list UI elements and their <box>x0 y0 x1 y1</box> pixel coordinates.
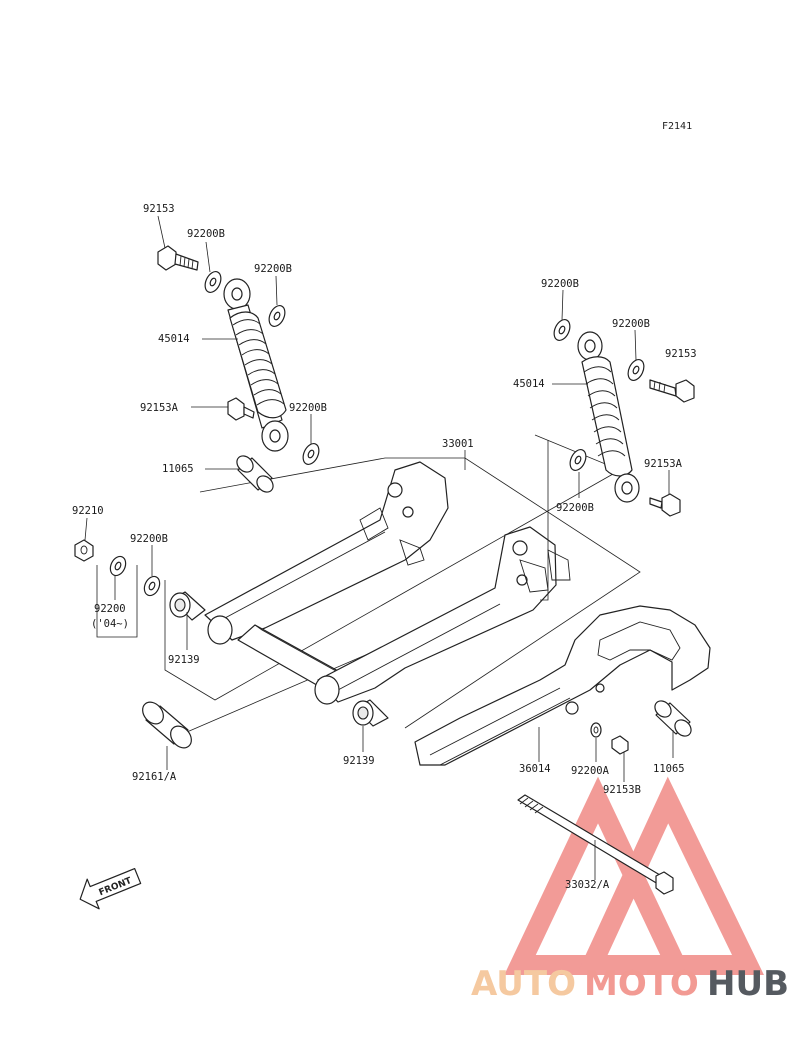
bolt-92153-right <box>649 379 695 403</box>
label-92200B-r2: 92200B <box>612 318 650 330</box>
leader-lines <box>84 215 674 880</box>
label-45014-right: 45014 <box>513 378 545 390</box>
bolt-92153A-left <box>227 397 255 421</box>
swing-arm-33001 <box>204 461 571 705</box>
pivot-shaft-33032A <box>517 794 674 895</box>
label-92200B-b: 92200B <box>254 263 292 275</box>
washer-92200A <box>590 722 602 738</box>
label-36014: 36014 <box>519 763 551 775</box>
label-92161A: 92161/A <box>132 771 177 783</box>
chain-case-36014 <box>414 605 711 766</box>
label-92153A-left: 92153A <box>140 402 179 414</box>
left-shock-45014 <box>223 278 289 452</box>
label-11065-right: 11065 <box>653 763 685 775</box>
watermark-moto: MOTO <box>584 964 699 1004</box>
label-92139-a: 92139 <box>168 654 200 666</box>
collar-11065-right <box>654 700 692 737</box>
label-92200B-r3: 92200B <box>556 502 594 514</box>
label-92153-top: 92153 <box>143 203 175 215</box>
label-92200-note: ('04~) <box>91 618 129 630</box>
front-direction-arrow: FRONT <box>79 867 142 910</box>
label-92210: 92210 <box>72 505 104 517</box>
label-92200B-c: 92200B <box>289 402 327 414</box>
label-92200B-r1: 92200B <box>541 278 579 290</box>
collar-11065-left <box>236 455 274 493</box>
label-92200: 92200 <box>94 603 126 615</box>
label-45014-left: 45014 <box>158 333 190 345</box>
bolt-92153B <box>611 735 629 755</box>
label-92200B-d: 92200B <box>130 533 168 545</box>
label-33032A: 33032/A <box>565 879 610 891</box>
label-92200B-a: 92200B <box>187 228 225 240</box>
label-33001: 33001 <box>442 438 474 450</box>
bolt-92153-left <box>157 245 199 271</box>
watermark-text: AUTO MOTO HUB <box>471 964 789 1004</box>
watermark-hub: HUB <box>707 964 789 1004</box>
label-92153A-right: 92153A <box>644 458 683 470</box>
right-shock-spring <box>581 356 633 477</box>
watermark-triangle-right <box>576 776 764 975</box>
left-shock-spring <box>229 311 287 419</box>
part-labels: 92153 92200B 92200B 45014 92153A 92200B … <box>72 203 697 891</box>
bushing-92139-b <box>352 699 389 727</box>
watermark-auto: AUTO <box>471 964 576 1004</box>
figure-code: F2141 <box>662 121 692 132</box>
label-92200A: 92200A <box>571 765 610 777</box>
collar-92161A <box>142 701 192 749</box>
label-11065-left: 11065 <box>162 463 194 475</box>
label-92153B: 92153B <box>603 784 641 796</box>
right-shock-45014 <box>577 331 640 503</box>
nut-92210 <box>74 539 94 562</box>
watermark-logo <box>504 776 764 975</box>
label-92139-b: 92139 <box>343 755 375 767</box>
bushing-92139-a <box>169 591 206 621</box>
label-92153-right: 92153 <box>665 348 697 360</box>
bolt-92153A-right <box>649 493 681 517</box>
